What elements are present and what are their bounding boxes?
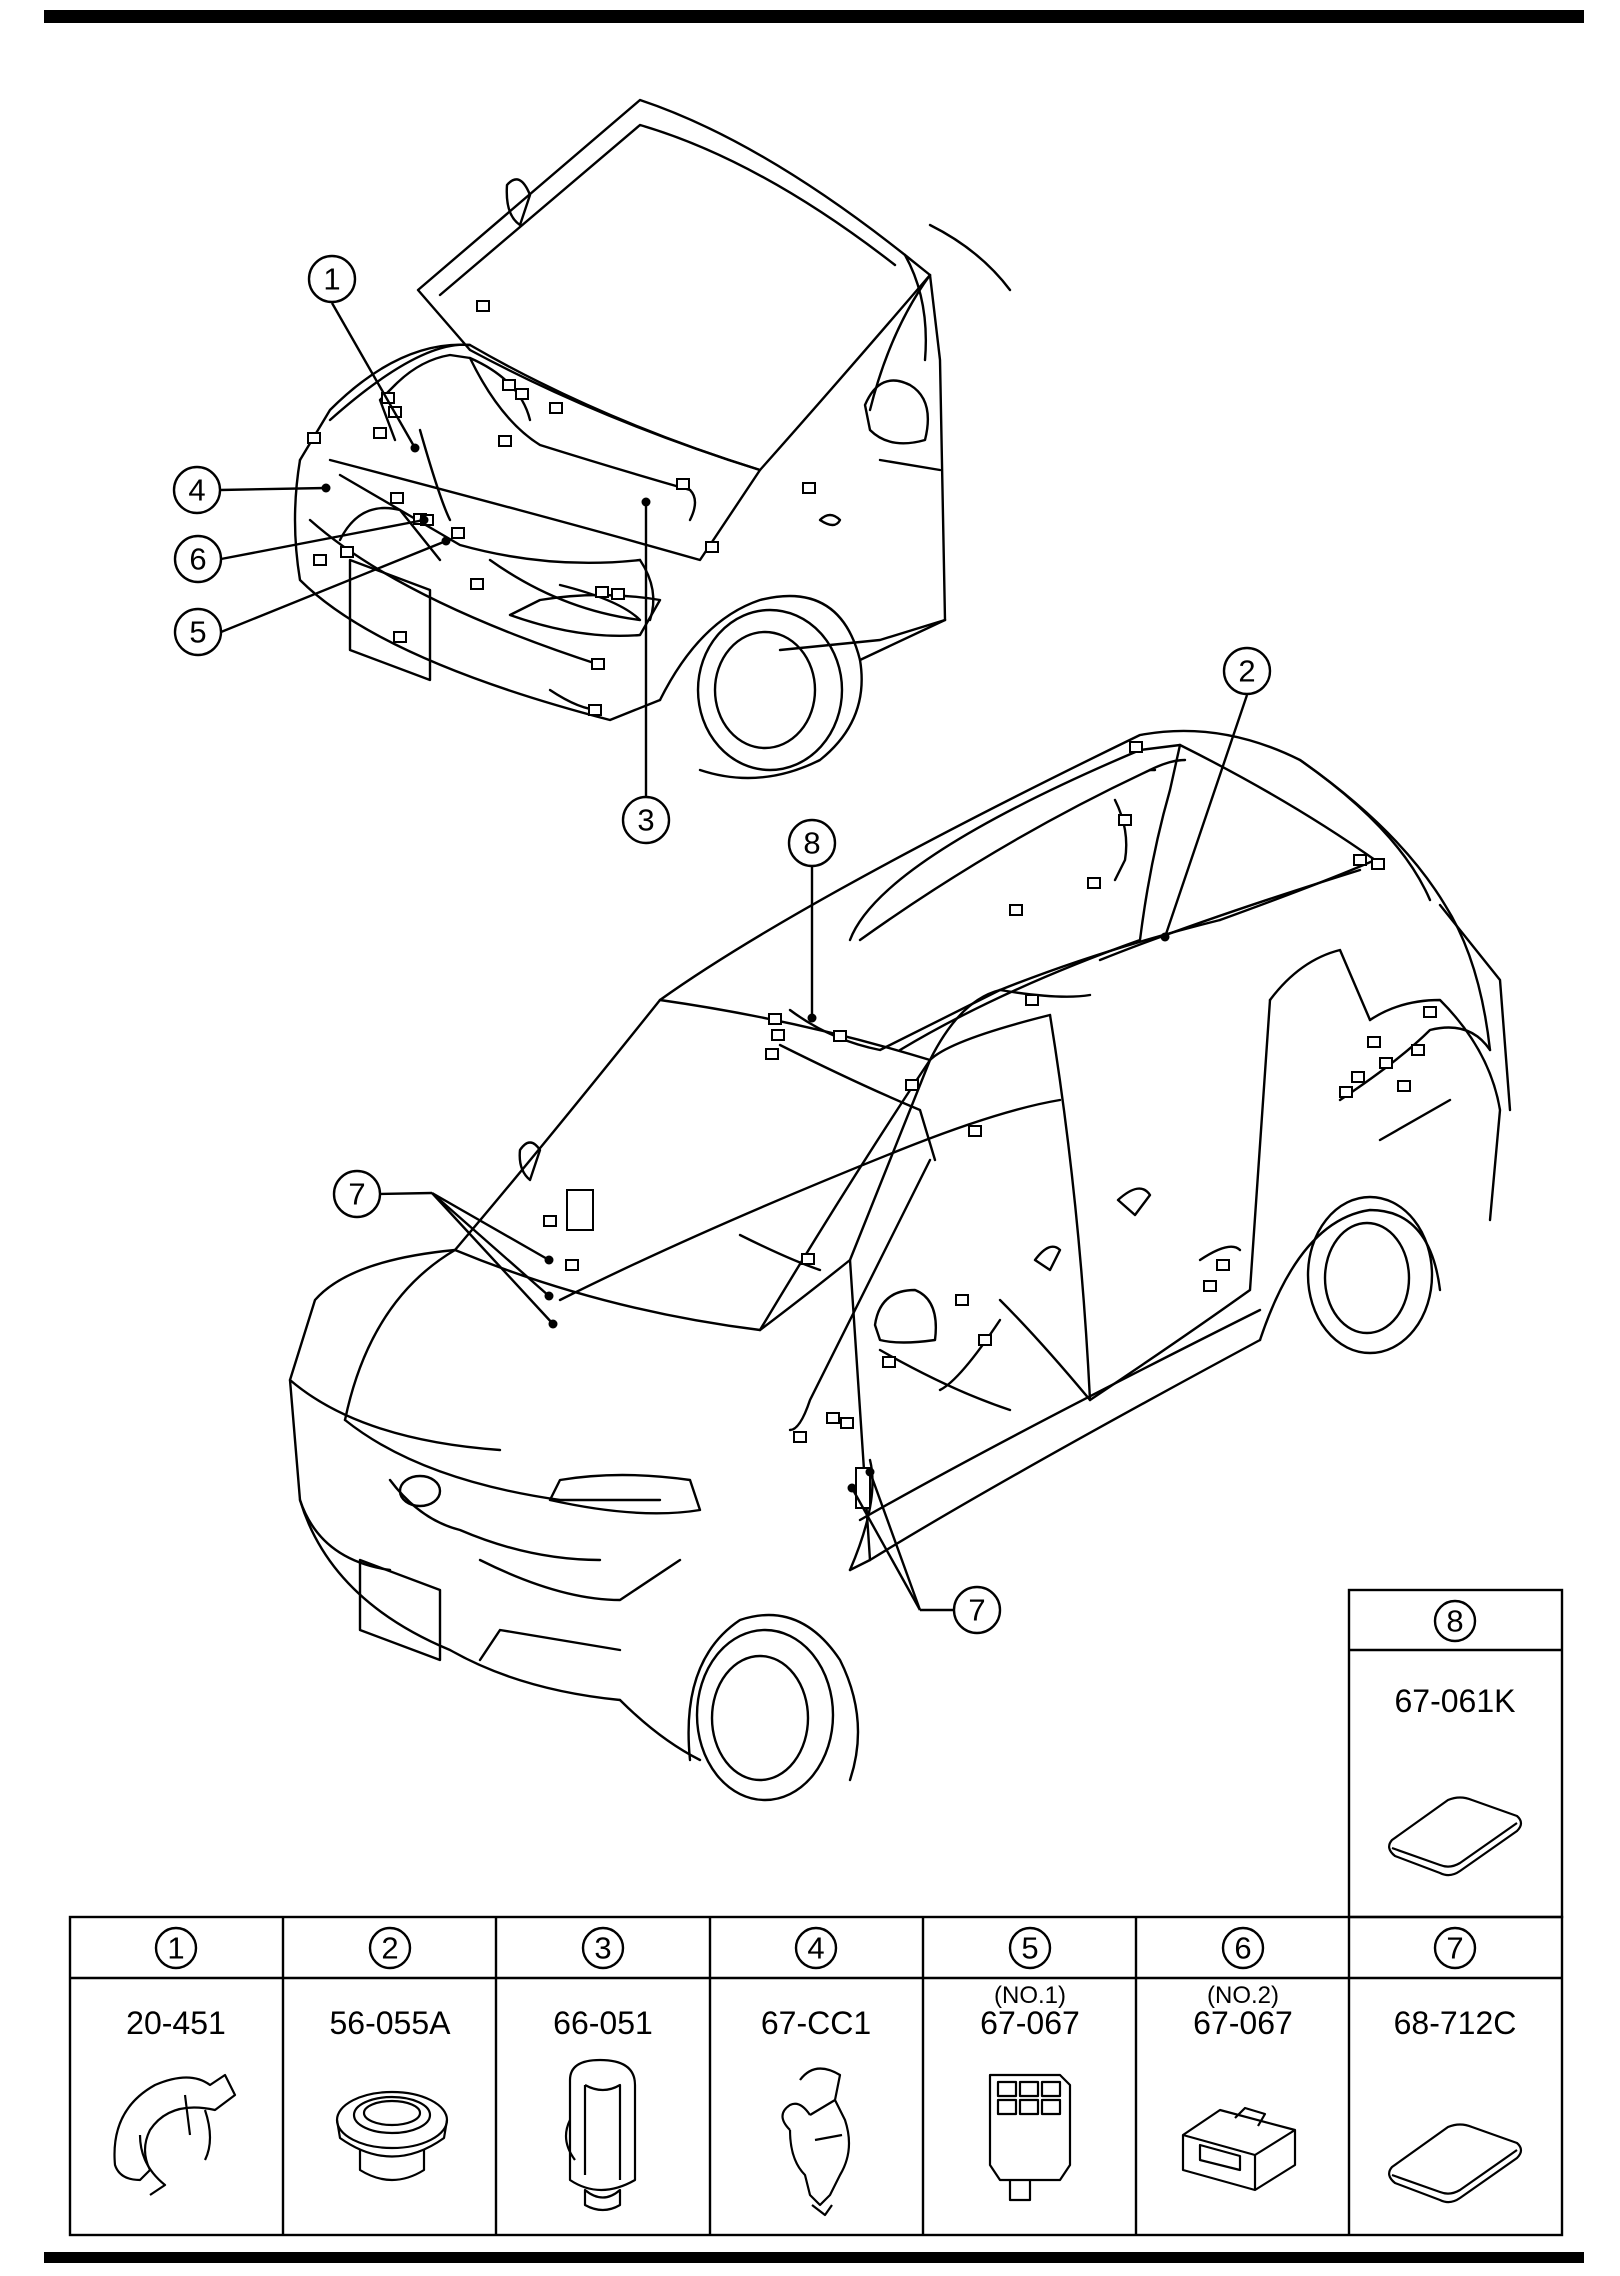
- callout-7-lower: [952, 1585, 1002, 1635]
- part-code: 67-067: [980, 2005, 1080, 2041]
- part-number: 4: [807, 1931, 824, 1966]
- tape-pad-icon: [1388, 1796, 1523, 1877]
- callout-4: [172, 465, 222, 515]
- part-number: 5: [1021, 1931, 1038, 1966]
- callout-label: 5: [189, 615, 206, 650]
- bottom-rule: [44, 2252, 1584, 2263]
- part-number: 2: [381, 1931, 398, 1966]
- six-pin-connector-icon: [988, 2073, 1072, 2202]
- part-code: 67-CC1: [761, 2005, 871, 2041]
- callout-6: [173, 534, 223, 584]
- callouts: [172, 254, 1272, 1635]
- band-clip-icon: [781, 2067, 851, 2217]
- part-number: 3: [594, 1931, 611, 1966]
- callout-label: 8: [803, 826, 820, 861]
- callout-1: [307, 254, 357, 304]
- part-code: 67-061K: [1395, 1683, 1516, 1719]
- part-code: 66-051: [553, 2005, 653, 2041]
- part-code: 67-067: [1193, 2005, 1293, 2041]
- part-code: 68-712C: [1394, 2005, 1517, 2041]
- part-number: 7: [1446, 1931, 1463, 1966]
- clip-icon: [113, 2073, 237, 2196]
- callout-2: [1222, 646, 1272, 696]
- parts-table-header-circles: [154, 1599, 1477, 1970]
- grommet-icon: [335, 2090, 449, 2181]
- part-number: 8: [1446, 1604, 1463, 1639]
- minivan-drawing: [288, 729, 1512, 1802]
- callout-label: 7: [968, 1593, 985, 1628]
- part-sub-label: (NO.2): [1207, 1982, 1279, 2009]
- callout-numbers: 1 2 3 4 5 6 7 7 8: [188, 262, 1255, 1628]
- part-sub-label: (NO.1): [994, 1982, 1066, 2009]
- parts-table-header-numbers: 1 2 3 4 5 6 7 8: [167, 1604, 1463, 1966]
- leader-lines: [219, 302, 1249, 1612]
- part-code: 56-055A: [330, 2005, 452, 2041]
- two-pin-connector-icon: [1181, 2106, 1297, 2192]
- callout-label: 1: [323, 262, 340, 297]
- parts-table: [68, 1588, 1564, 2237]
- callout-label: 4: [188, 473, 205, 508]
- part-illustrations: [113, 1796, 1523, 2217]
- leader-dots: [321, 443, 1170, 1493]
- part-number: 6: [1234, 1931, 1251, 1966]
- minivan-connectors: [543, 741, 1437, 1509]
- callout-5: [173, 607, 223, 657]
- callout-label: 7: [348, 1177, 365, 1212]
- callout-label: 3: [637, 803, 654, 838]
- front-car-drawing: [293, 98, 1012, 780]
- top-rule: [44, 10, 1584, 23]
- callout-label: 6: [189, 542, 206, 577]
- parts-table-codes: (NO.1) (NO.2) 20-451 56-055A 66-051 67-C…: [126, 1683, 1516, 2041]
- callout-8: [787, 818, 837, 868]
- cylinder-clip-icon: [564, 2058, 637, 2212]
- part-number: 1: [167, 1931, 184, 1966]
- callout-7-upper: [332, 1169, 382, 1219]
- callout-3: [621, 795, 671, 845]
- part-code: 20-451: [126, 2005, 226, 2041]
- callout-label: 2: [1238, 654, 1255, 689]
- tape-pad-icon: [1388, 2123, 1523, 2204]
